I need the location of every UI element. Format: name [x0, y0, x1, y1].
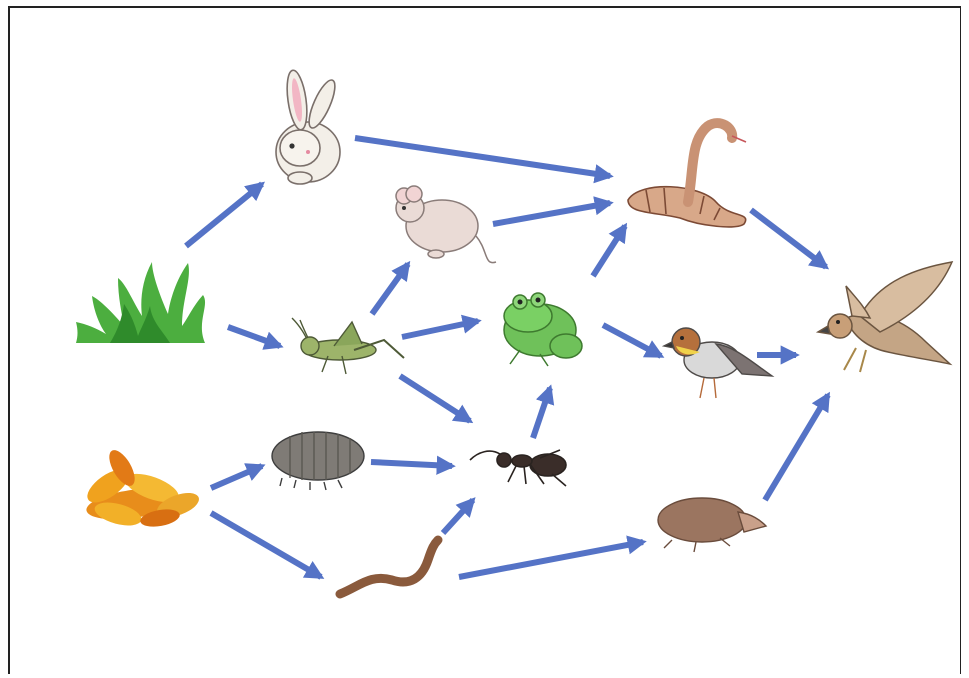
woodlouse-icon: [272, 432, 364, 490]
arrow-grasshopper-to-frog: [402, 321, 478, 337]
arrow-grass-to-grasshopper: [228, 327, 280, 346]
arrow-ant-to-frog: [533, 388, 550, 438]
arrow-mole-to-hawk: [765, 395, 828, 500]
small-bird-icon: [664, 328, 772, 398]
arrow-snake-to-hawk: [751, 210, 826, 267]
arrow-frog-to-bird: [603, 325, 661, 356]
arrow-mouse-to-snake: [493, 203, 610, 224]
fallen-leaves-icon: [82, 446, 202, 530]
frog-icon: [504, 293, 582, 366]
grass-icon: [76, 262, 205, 343]
hawk-icon: [818, 262, 952, 372]
arrow-rabbit-to-snake: [355, 138, 610, 176]
arrow-worm-to-ant: [443, 500, 473, 533]
arrow-worm-to-mole: [459, 542, 643, 577]
snake-icon: [628, 123, 746, 227]
arrow-woodlouse-to-ant: [371, 462, 452, 466]
earthworm-icon: [340, 540, 438, 594]
mouse-icon: [396, 186, 496, 263]
arrow-leaves-to-worm: [211, 513, 321, 577]
rabbit-icon: [276, 69, 340, 184]
ant-icon: [470, 450, 566, 486]
grasshopper-icon: [292, 318, 404, 374]
arrow-grass-to-rabbit: [186, 184, 262, 246]
arrow-leaves-to-woodlouse: [211, 466, 262, 488]
mole-icon: [658, 498, 766, 552]
arrow-frog-to-snake: [593, 226, 625, 276]
arrow-grasshopper-to-mouse: [372, 264, 408, 314]
arrow-grasshopper-to-ant: [400, 376, 470, 421]
